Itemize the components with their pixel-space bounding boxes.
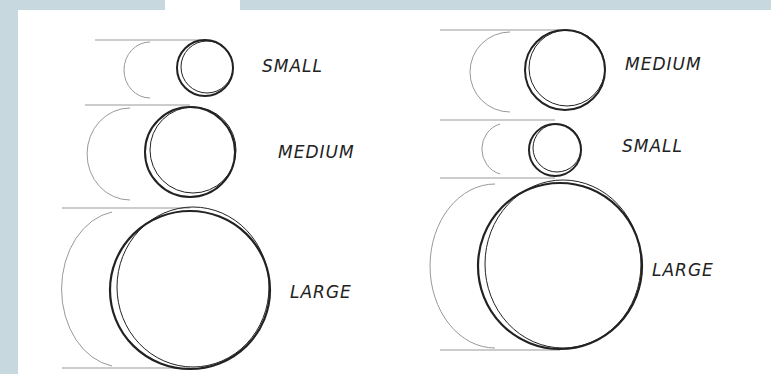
size-label: LARGE <box>290 282 352 302</box>
circles <box>110 30 642 369</box>
size-label: LARGE <box>652 260 714 280</box>
size-label: SMALL <box>262 56 323 76</box>
frame-strip <box>0 0 165 10</box>
size-label: SMALL <box>622 136 683 156</box>
construction-lines <box>62 30 565 368</box>
size-label: MEDIUM <box>625 54 702 74</box>
frame-strip <box>240 0 771 10</box>
size-label: MEDIUM <box>278 142 355 162</box>
frame-strip <box>0 0 18 374</box>
